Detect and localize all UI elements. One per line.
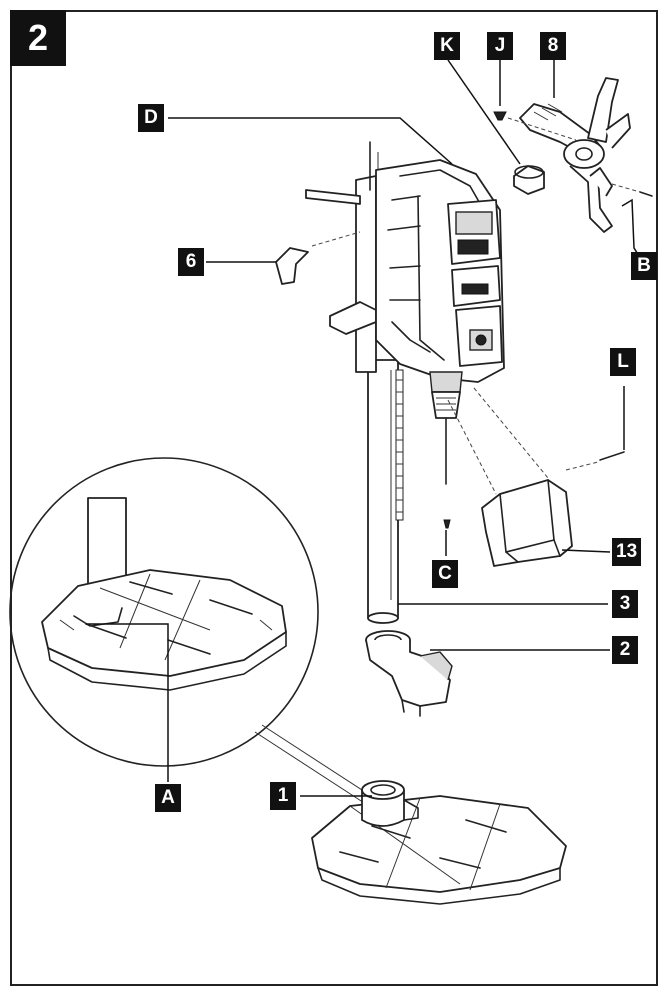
- figure-number: 2: [10, 10, 66, 66]
- label-k: K: [434, 32, 460, 60]
- leader-d: [168, 117, 453, 165]
- screw-l: [565, 386, 625, 471]
- bracket-6: [275, 231, 361, 285]
- label-a: A: [155, 784, 181, 812]
- leader-13: [561, 549, 611, 553]
- screw-c: [443, 519, 451, 556]
- base-plate: [311, 780, 567, 905]
- feed-handle: [519, 77, 631, 233]
- chuck-guard: [447, 387, 573, 567]
- label-6: 6: [178, 248, 204, 276]
- label-l: L: [610, 348, 636, 376]
- label-1: 1: [270, 782, 296, 810]
- label-j: J: [487, 32, 513, 60]
- label-b: B: [631, 252, 657, 280]
- screw-j: [493, 60, 577, 141]
- label-13: 13: [612, 538, 642, 566]
- label-2: 2: [612, 636, 638, 664]
- column: [367, 359, 404, 624]
- column-clamp: [365, 630, 453, 717]
- label-3: 3: [612, 590, 638, 618]
- label-8: 8: [540, 32, 566, 60]
- detail-magnifier: [9, 457, 383, 811]
- label-d: D: [138, 104, 164, 132]
- figure-frame: [10, 10, 658, 986]
- hub-cap-k: [447, 59, 545, 195]
- drill-head: [305, 141, 505, 485]
- label-c: C: [432, 560, 458, 588]
- leader-a: [86, 623, 169, 782]
